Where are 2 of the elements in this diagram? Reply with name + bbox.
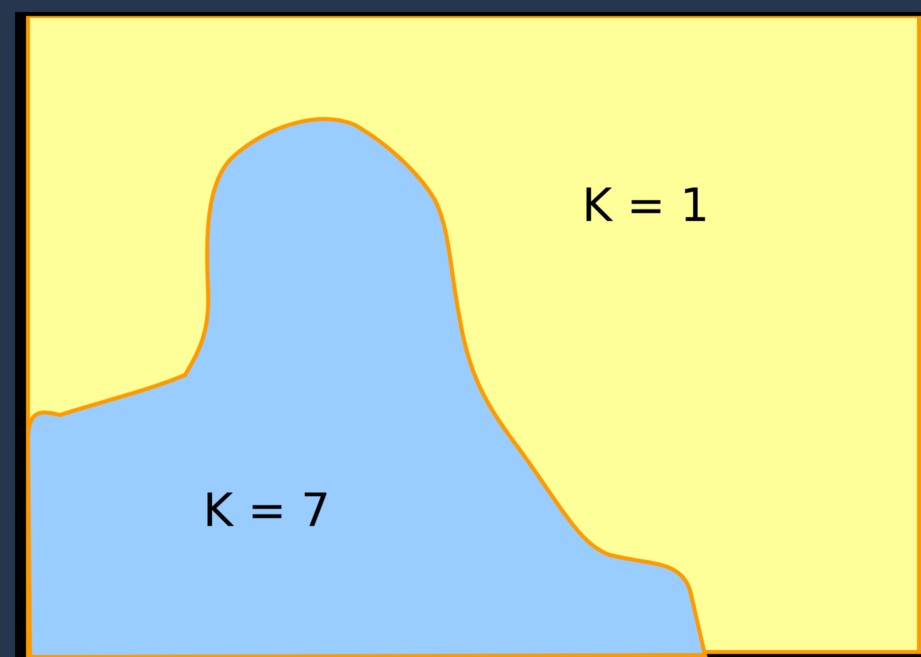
- region-label: K = 1: [582, 182, 710, 228]
- region-label: K = 7: [203, 487, 330, 533]
